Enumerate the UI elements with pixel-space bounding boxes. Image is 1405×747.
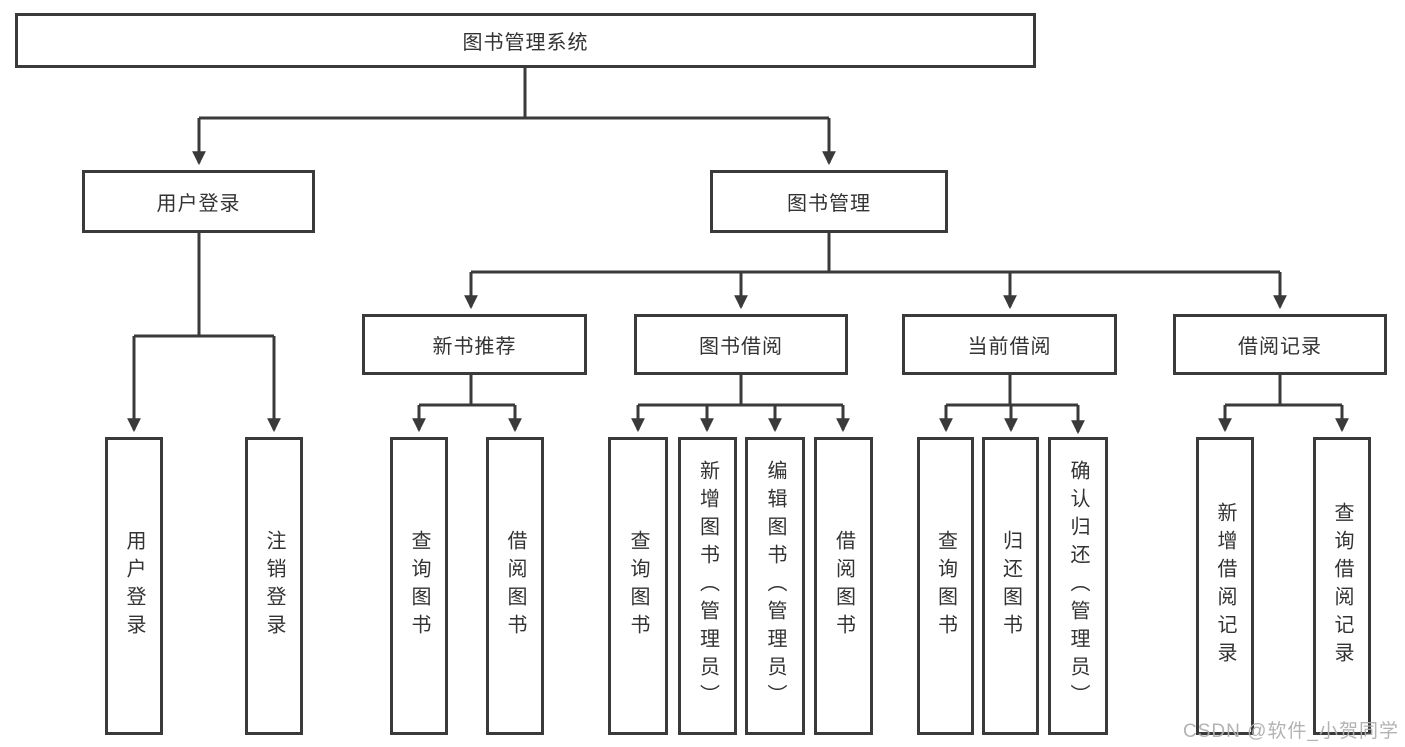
leaf-user-login: 用户登录: [105, 437, 163, 735]
leaf-current-return-book-label: 归还图书: [999, 530, 1022, 642]
leaf-record-query-record: 查询借阅记录: [1313, 437, 1371, 735]
leaf-current-query-book-label: 查询图书: [934, 530, 957, 642]
leaf-current-confirm-return-admin-label: 确认归还（管理员）: [1067, 460, 1089, 712]
leaf-borrow-edit-book-admin: 编辑图书（管理员）: [745, 437, 805, 735]
leaf-newbook-query-book: 查询图书: [390, 437, 448, 735]
node-book-borrow: 图书借阅: [634, 314, 848, 375]
leaf-borrow-add-book-admin-label: 新增图书（管理员）: [696, 460, 719, 712]
leaf-logout-label: 注销登录: [263, 530, 285, 642]
node-borrow-record: 借阅记录: [1173, 314, 1387, 375]
leaf-borrow-edit-book-admin-label: 编辑图书（管理员）: [764, 460, 786, 712]
leaf-borrow-add-book-admin: 新增图书（管理员）: [678, 437, 737, 735]
leaf-record-add-record-label: 新增借阅记录: [1214, 502, 1236, 670]
leaf-logout: 注销登录: [245, 437, 303, 735]
leaf-newbook-query-book-label: 查询图书: [408, 530, 430, 642]
leaf-current-confirm-return-admin: 确认归还（管理员）: [1048, 437, 1108, 735]
leaf-current-query-book: 查询图书: [917, 437, 974, 735]
leaf-newbook-borrow-book: 借阅图书: [486, 437, 544, 735]
node-user-login: 用户登录: [82, 170, 315, 233]
leaf-newbook-borrow-book-label: 借阅图书: [504, 530, 526, 642]
node-new-book-recommend: 新书推荐: [362, 314, 587, 375]
csdn-watermark: CSDN @软件_小贺同学: [1183, 721, 1399, 742]
leaf-borrow-borrow-book-label: 借阅图书: [832, 530, 855, 642]
node-book-management: 图书管理: [710, 170, 948, 233]
leaf-borrow-borrow-book: 借阅图书: [814, 437, 873, 735]
leaf-record-query-record-label: 查询借阅记录: [1331, 502, 1353, 670]
leaf-borrow-query-book: 查询图书: [608, 437, 668, 735]
node-current-borrow: 当前借阅: [902, 314, 1117, 375]
leaf-current-return-book: 归还图书: [982, 437, 1039, 735]
leaf-user-login-label: 用户登录: [123, 530, 145, 642]
leaf-record-add-record: 新增借阅记录: [1196, 437, 1254, 735]
node-root-system: 图书管理系统: [15, 13, 1036, 68]
leaf-borrow-query-book-label: 查询图书: [627, 530, 649, 642]
